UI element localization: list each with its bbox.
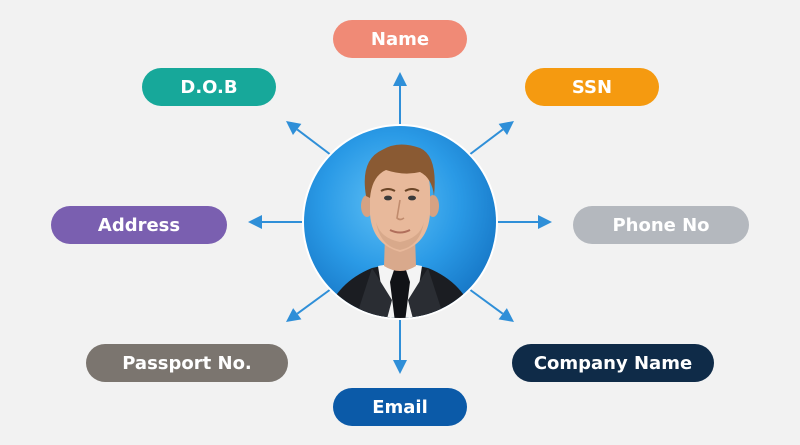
- arrow-up-right-icon: [468, 121, 514, 156]
- label-address: Address: [51, 206, 227, 244]
- label-company-name: Company Name: [512, 344, 714, 382]
- arrow-up-left-icon: [286, 121, 332, 156]
- arrow-down-left-icon: [286, 288, 332, 322]
- label-passport-no: Passport No.: [86, 344, 288, 382]
- center-profile: [302, 124, 498, 320]
- label-ssn: SSN: [525, 68, 659, 106]
- label-dob: D.O.B: [142, 68, 276, 106]
- label-phone-no: Phone No: [573, 206, 749, 244]
- label-name: Name: [333, 20, 467, 58]
- arrow-up-icon: [393, 72, 407, 124]
- arrow-left-icon: [248, 215, 302, 229]
- arrow-right-icon: [498, 215, 552, 229]
- label-email: Email: [333, 388, 467, 426]
- arrow-down-right-icon: [468, 288, 514, 322]
- arrows-group: [248, 72, 552, 374]
- arrow-down-icon: [393, 320, 407, 374]
